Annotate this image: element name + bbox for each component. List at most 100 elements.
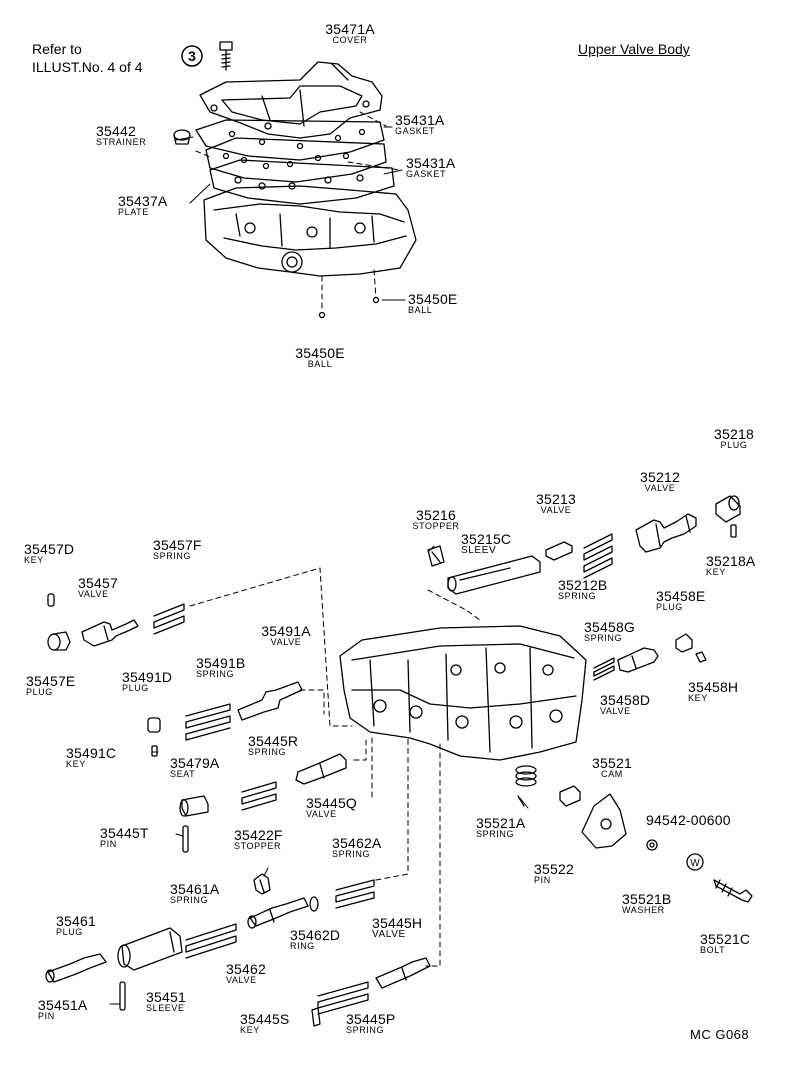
part-number: 35442 bbox=[96, 123, 136, 139]
part-name: SLEEV bbox=[461, 545, 497, 556]
reference-bolt-icon bbox=[219, 41, 233, 71]
part-label-35445r: 35445R SPRING bbox=[248, 734, 298, 757]
part-name: VALVE bbox=[540, 505, 572, 515]
part-name: WASHER bbox=[622, 905, 665, 915]
part-number: 35445R bbox=[248, 733, 299, 749]
part-number: 35462D bbox=[290, 927, 341, 943]
part-number: 35431A bbox=[406, 155, 456, 171]
part-name: BALL bbox=[307, 359, 333, 369]
seat-35479a-drawing bbox=[179, 795, 209, 817]
part-number: 35450E bbox=[295, 345, 345, 361]
part-label-35450e-right: 35450E BALL bbox=[408, 292, 457, 315]
valve-35212-drawing bbox=[635, 513, 697, 553]
sleeve-35215c-drawing bbox=[447, 555, 541, 595]
part-name: VALVE bbox=[226, 975, 257, 985]
part-name: SLEEVE bbox=[146, 1003, 185, 1013]
part-label-35451a: 35451A PIN bbox=[38, 998, 87, 1021]
part-name: SPRING bbox=[584, 633, 623, 643]
part-name: SPRING bbox=[332, 849, 371, 859]
part-label-35461: 35461 PLUG bbox=[56, 914, 96, 937]
pin-35445t-drawing bbox=[182, 825, 189, 853]
part-label-35457e: 35457E PLUG bbox=[26, 674, 75, 697]
plug-35461-drawing bbox=[45, 953, 107, 983]
part-number: 35212 bbox=[640, 469, 680, 485]
washer-symbol-icon: W bbox=[686, 853, 704, 871]
pin-35522-drawing bbox=[559, 785, 581, 807]
valve-35445h-drawing bbox=[375, 957, 431, 989]
plug-35491d-drawing bbox=[147, 717, 161, 733]
part-number: 35491C bbox=[66, 745, 117, 761]
part-name: PIN bbox=[100, 839, 117, 849]
part-number: 35445T bbox=[100, 825, 149, 841]
part-name: PLUG bbox=[122, 683, 149, 693]
part-label-35213: 35213 VALVE bbox=[536, 492, 576, 515]
key-35445s-drawing bbox=[311, 1007, 321, 1027]
part-name: PIN bbox=[534, 875, 551, 885]
part-label-35491b: 35491B SPRING bbox=[196, 656, 245, 679]
part-name: STOPPER bbox=[234, 841, 282, 851]
part-label-35445t: 35445T PIN bbox=[100, 826, 149, 849]
part-label-35422f: 35422F STOPPER bbox=[234, 828, 283, 851]
part-name: PLUG bbox=[720, 440, 748, 450]
plug-35457e-drawing bbox=[47, 631, 71, 651]
part-number: 35522 bbox=[534, 861, 574, 877]
part-number: 35451 bbox=[146, 989, 186, 1005]
key-35218a-drawing bbox=[730, 524, 737, 538]
part-number: 35215C bbox=[461, 531, 512, 547]
spring-35462a-drawing bbox=[335, 879, 375, 909]
part-label-35437a: 35437A PLATE bbox=[118, 194, 167, 217]
part-label-35461a: 35461A SPRING bbox=[170, 882, 219, 905]
spring-35458g-drawing bbox=[593, 657, 615, 681]
part-name: RING bbox=[290, 941, 315, 951]
part-label-35521c: 35521C BOLT bbox=[700, 932, 750, 955]
part-number: 35445P bbox=[346, 1011, 396, 1027]
key-35458h-drawing bbox=[695, 651, 707, 663]
valve-35462-drawing bbox=[247, 897, 309, 929]
part-number: 35521A bbox=[476, 815, 526, 831]
part-name: VALVE bbox=[644, 483, 676, 493]
spring-35445p-drawing bbox=[317, 981, 369, 1015]
part-label-35491c: 35491C KEY bbox=[66, 746, 116, 769]
stopper-35216-drawing bbox=[427, 545, 445, 567]
part-label-35491a: 35491A VALVE bbox=[261, 624, 310, 647]
spring-35457f-drawing bbox=[153, 603, 185, 635]
part-label-35521: 35521 CAM bbox=[592, 756, 632, 779]
valve-35213-drawing bbox=[545, 541, 573, 561]
washer-35521b-drawing bbox=[646, 839, 658, 851]
part-number: 35213 bbox=[536, 491, 576, 507]
part-name: VALVE bbox=[270, 637, 302, 647]
part-number: 35437A bbox=[118, 193, 168, 209]
sleeve-35451-drawing bbox=[117, 927, 183, 971]
part-number: 35461 bbox=[56, 913, 96, 929]
part-name: PLATE bbox=[118, 207, 149, 217]
part-name: SPRING bbox=[153, 551, 192, 561]
part-label-35521a: 35521A SPRING bbox=[476, 816, 525, 839]
gasket-lower-drawing bbox=[209, 159, 395, 205]
part-label-35445q: 35445Q VALVE bbox=[306, 796, 357, 819]
drawing-code: MC G068 bbox=[690, 1027, 750, 1042]
part-name: COVER bbox=[332, 35, 368, 45]
key-35491c-drawing bbox=[151, 745, 158, 757]
part-name: GASKET bbox=[395, 126, 436, 136]
part-name: SPRING bbox=[196, 669, 235, 679]
valve-35491a-drawing bbox=[237, 681, 303, 721]
part-label-35458g: 35458G SPRING bbox=[584, 620, 635, 643]
part-number: 35450E bbox=[408, 291, 458, 307]
part-label-35451: 35451 SLEEVE bbox=[146, 990, 186, 1013]
spring-35491b-drawing bbox=[185, 703, 231, 741]
lower-valve-body-drawing bbox=[339, 625, 587, 761]
part-label-35450e-bottom: 35450E BALL bbox=[295, 346, 344, 369]
part-name: KEY bbox=[706, 567, 726, 577]
part-name: STOPPER bbox=[412, 521, 460, 531]
part-label-35445h: 35445H VALVE bbox=[372, 916, 422, 940]
part-label-35462d: 35462D RING bbox=[290, 928, 340, 951]
part-label-35212: 35212 VALVE bbox=[640, 470, 680, 493]
spring-35521a-drawing bbox=[515, 765, 537, 807]
valve-35458d-drawing bbox=[617, 647, 659, 673]
part-name: VALVE bbox=[78, 589, 109, 599]
part-label-35462a: 35462A SPRING bbox=[332, 836, 381, 859]
part-number: 35521C bbox=[700, 931, 751, 947]
part-label-35212b: 35212B SPRING bbox=[558, 578, 607, 601]
part-name: KEY bbox=[240, 1025, 260, 1035]
part-name: KEY bbox=[688, 693, 708, 703]
